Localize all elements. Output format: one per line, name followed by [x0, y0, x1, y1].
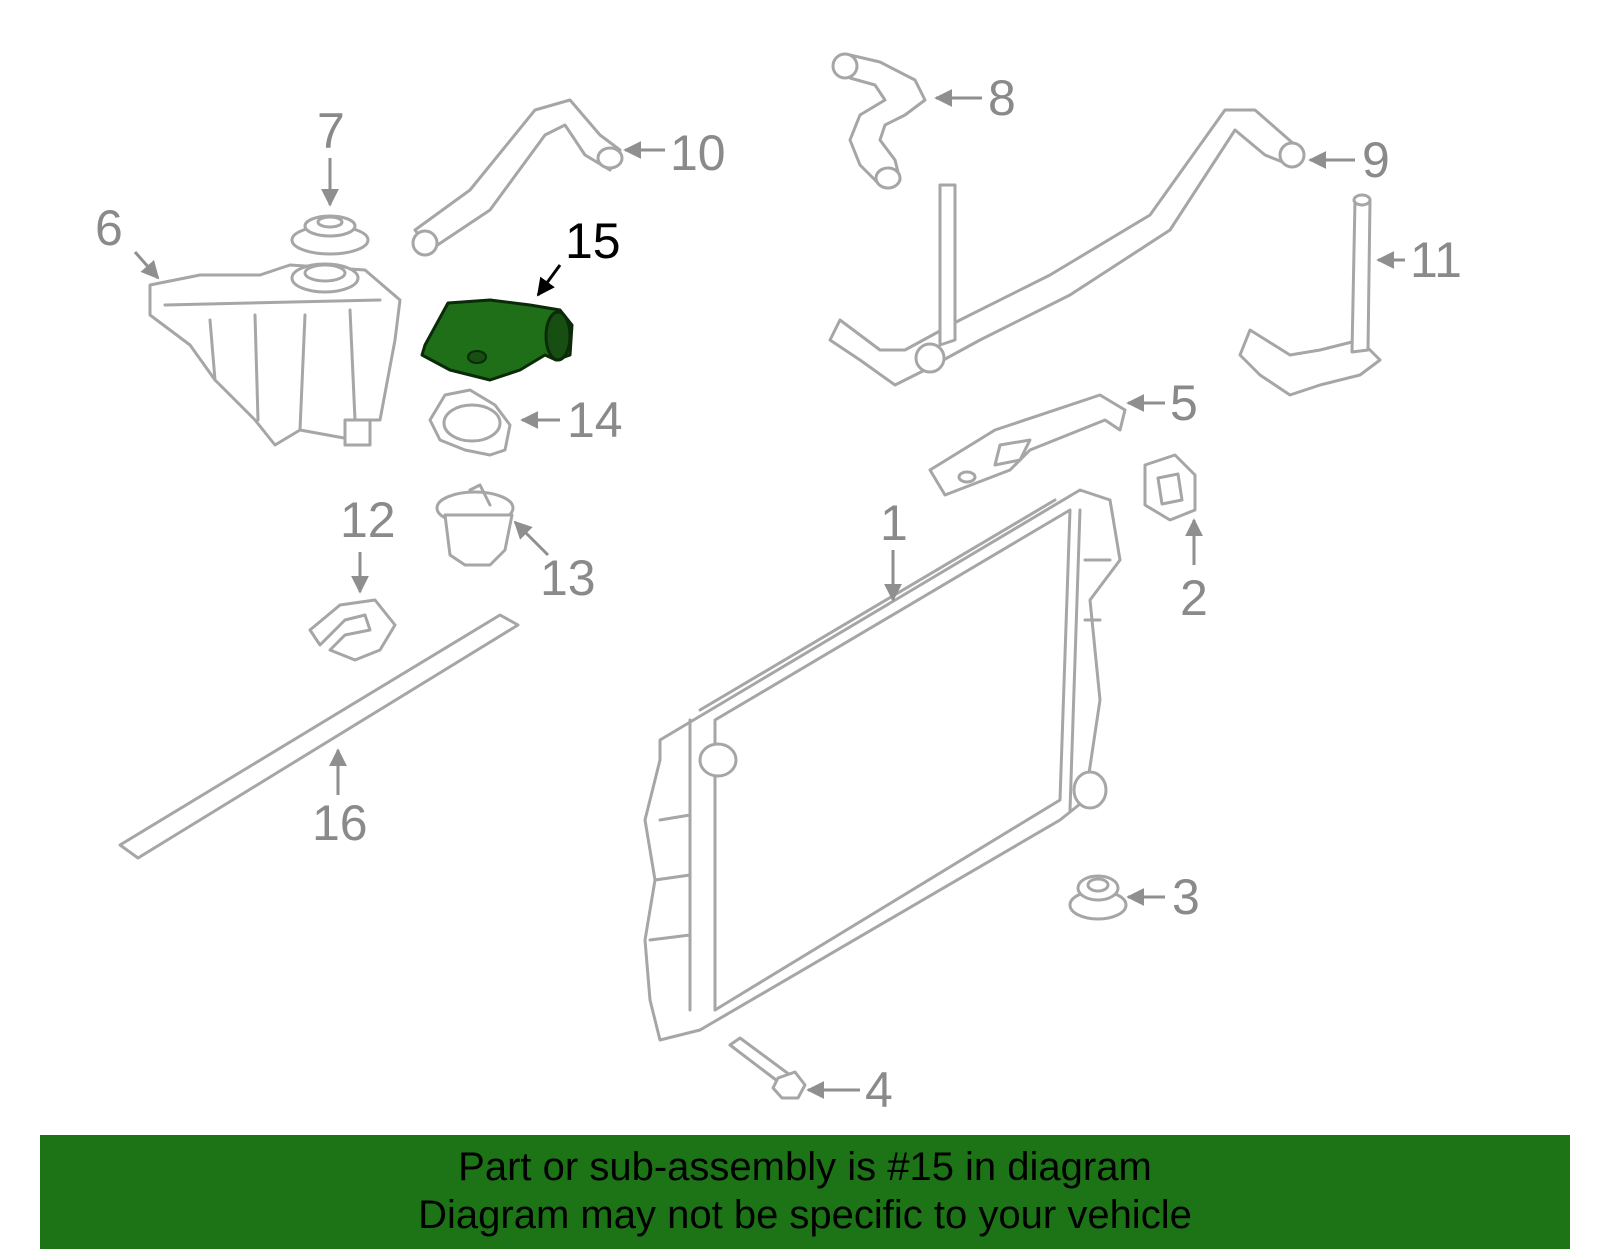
part-hose-long: [828, 108, 1306, 387]
callout-labels: 1 2 3 4 5 6 7 8 9 10 11 12 13 14 15 16: [95, 70, 1462, 1118]
callout-3: 3: [1172, 869, 1200, 925]
callout-9: 9: [1362, 132, 1390, 188]
callout-11: 11: [1410, 232, 1462, 288]
part-gasket: [428, 388, 512, 457]
info-banner: Part or sub-assembly is #15 in diagram D…: [40, 1135, 1570, 1249]
part-radiator: [643, 488, 1122, 1042]
callout-8: 8: [988, 70, 1016, 126]
callout-1: 1: [880, 495, 908, 551]
part-insulator: [1068, 874, 1128, 921]
part-hose-tube: [1238, 193, 1382, 397]
leader-lines: [133, 89, 1405, 1099]
callout-10: 10: [670, 125, 726, 181]
callout-12: 12: [340, 492, 396, 548]
part-bolt: [728, 1036, 807, 1100]
callout-14: 14: [567, 392, 623, 448]
callout-6: 6: [95, 200, 123, 256]
callout-4: 4: [865, 1062, 893, 1118]
part-seal-strip: [118, 613, 520, 860]
banner-line-1: Part or sub-assembly is #15 in diagram: [458, 1145, 1152, 1189]
callout-15: 15: [565, 213, 621, 269]
part-reservoir: [148, 262, 402, 447]
part-hose-small: [308, 598, 397, 662]
part-hose-short: [831, 52, 927, 190]
callout-16: 16: [312, 795, 368, 851]
callout-5: 5: [1170, 375, 1198, 431]
part-thermostat-housing-highlight: [420, 298, 574, 382]
banner-line-2: Diagram may not be specific to your vehi…: [418, 1193, 1192, 1237]
callout-7: 7: [317, 103, 345, 159]
part-cap: [290, 214, 370, 256]
part-thermostat: [435, 483, 515, 567]
part-bushing: [1143, 453, 1197, 522]
callout-2: 2: [1180, 570, 1208, 626]
part-hose-upper: [411, 98, 624, 257]
callout-13: 13: [540, 550, 596, 606]
part-bracket: [928, 393, 1127, 497]
